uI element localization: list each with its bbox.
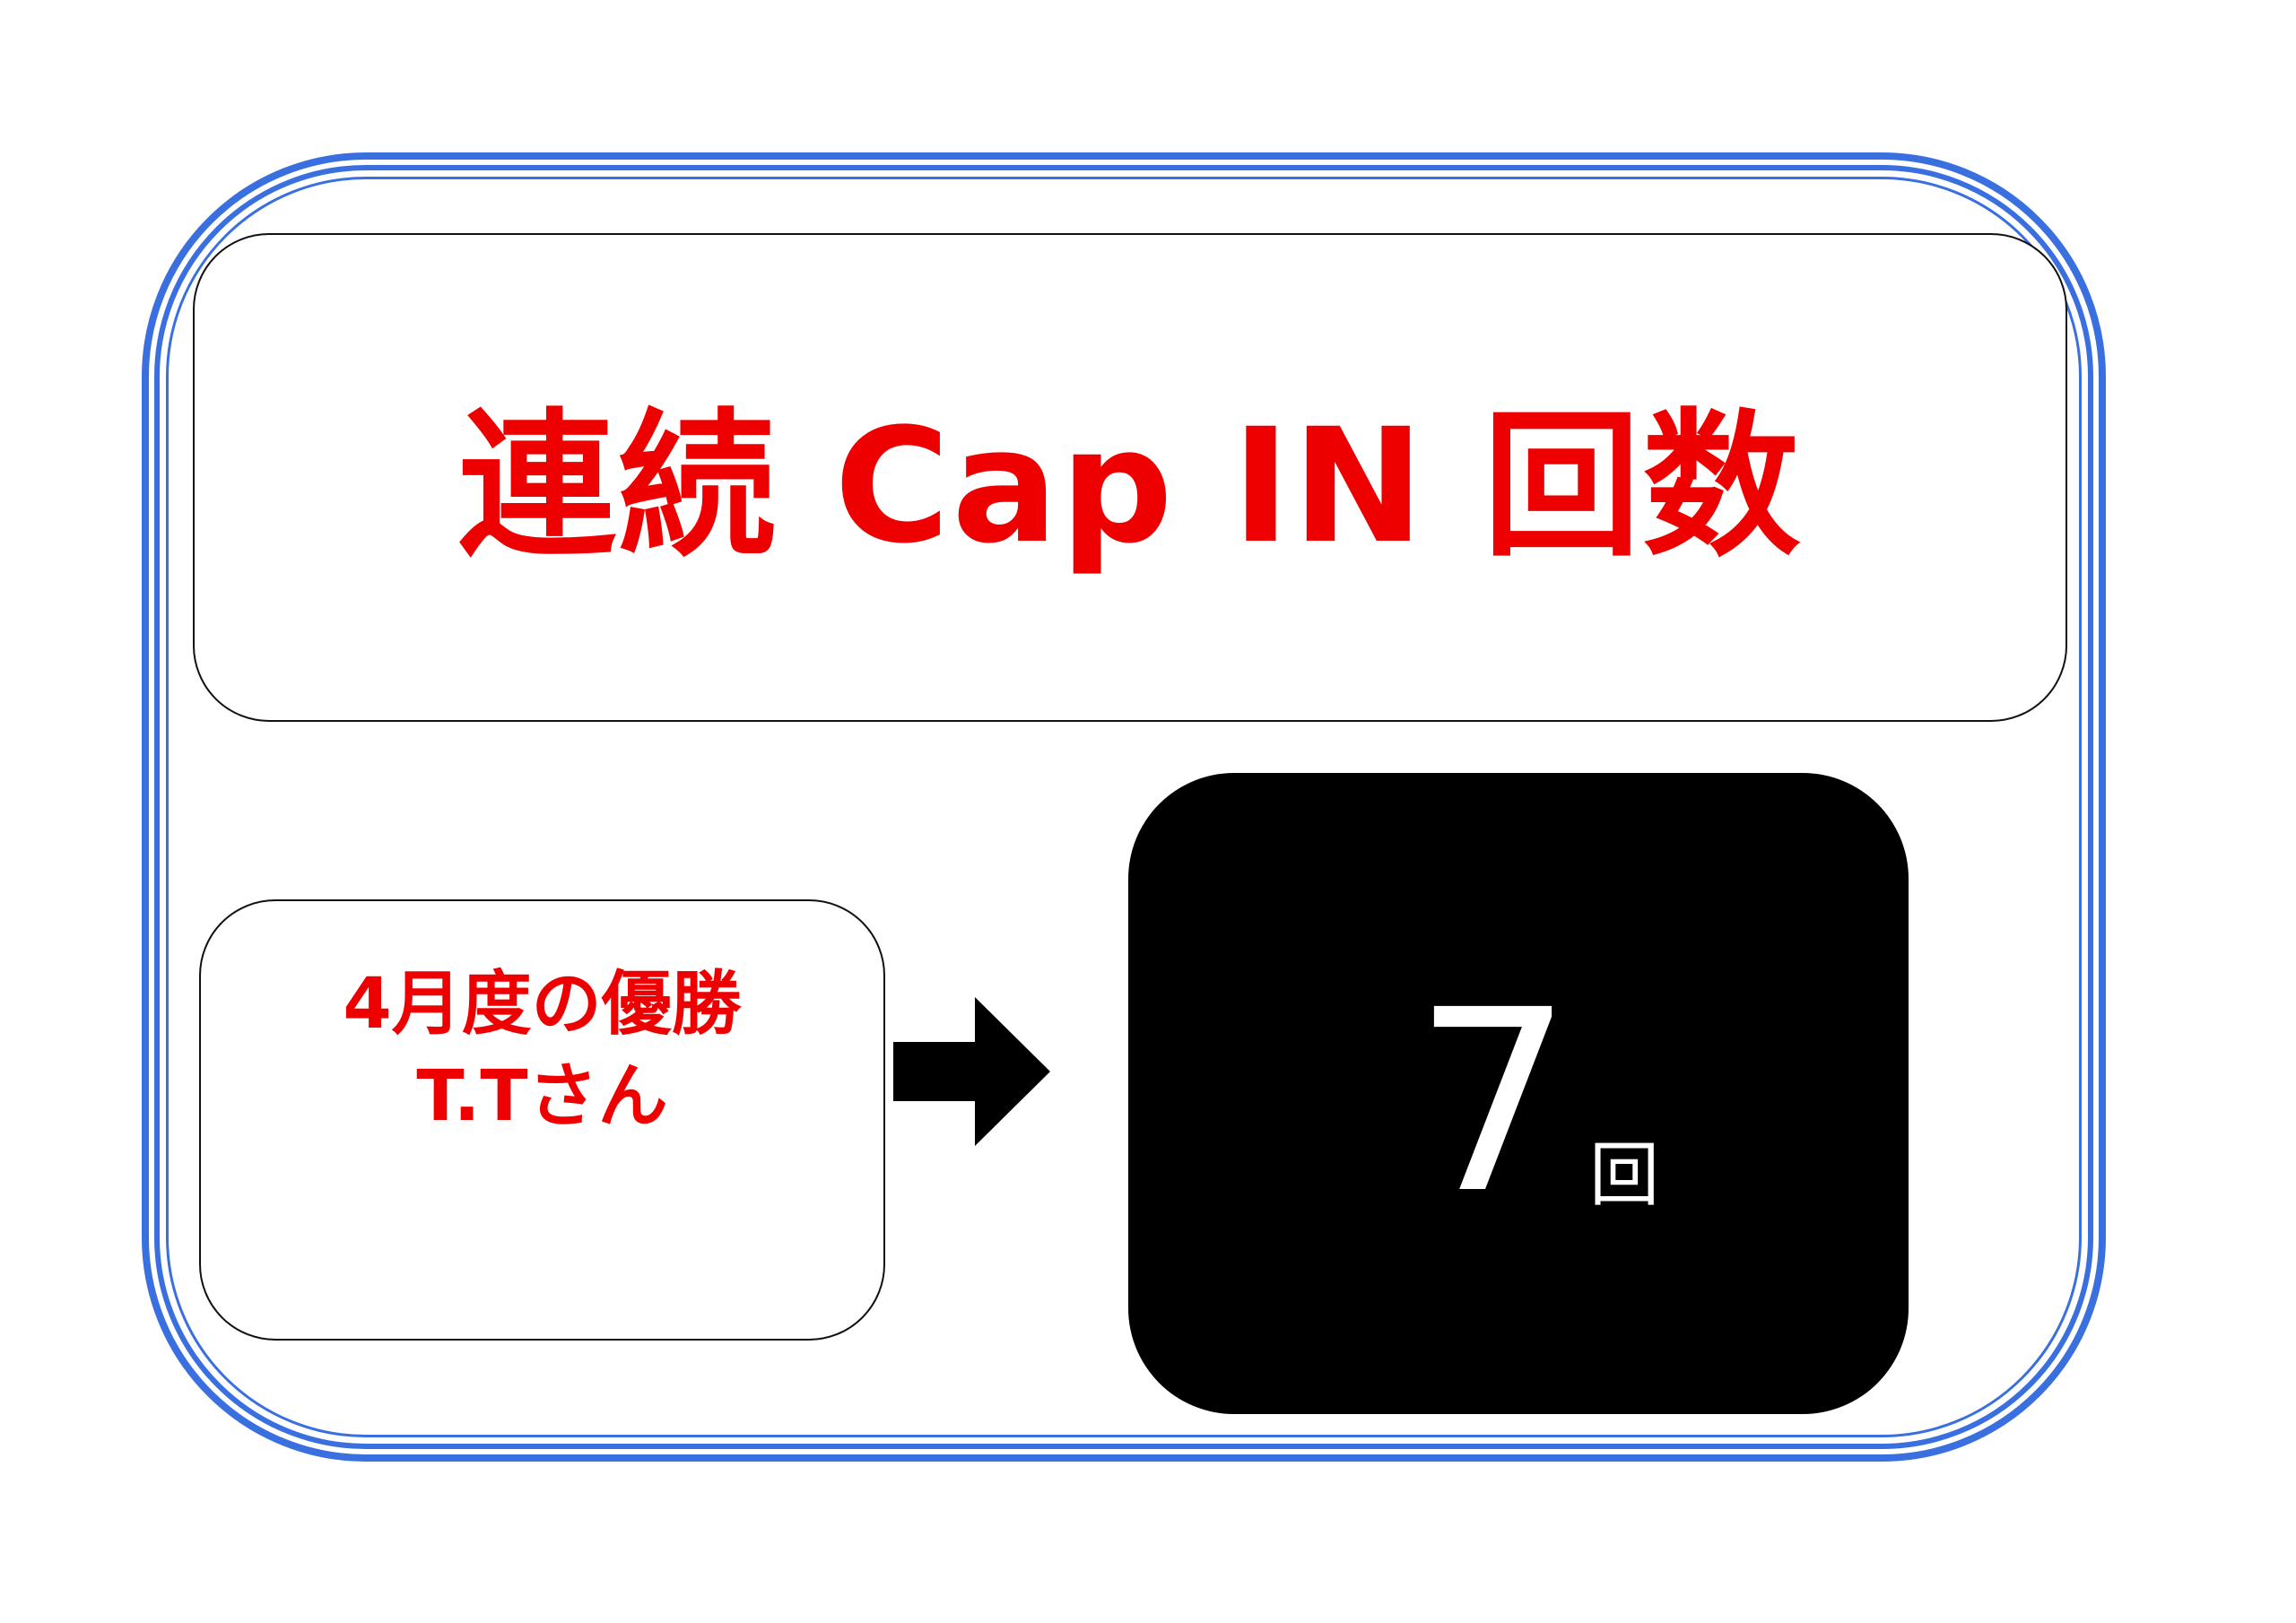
winner-period-label: 4月度の優勝: [343, 964, 742, 1045]
outer-frame-middle-line: [154, 165, 2093, 1449]
count-unit: 回: [1589, 1134, 1660, 1216]
winner-name: T.Tさん: [416, 1055, 668, 1137]
title-box: 連続 Cap IN 回数: [193, 233, 2067, 722]
winner-box: 4月度の優勝 T.Tさん: [199, 899, 885, 1341]
count-value: 7: [1413, 956, 1574, 1249]
page-title: 連続 Cap IN 回数: [457, 394, 1803, 578]
arrow-right-icon: [893, 997, 1050, 1146]
outer-frame: [142, 152, 2106, 1462]
outer-frame-inner-line: [166, 177, 2082, 1437]
count-display: 7 回: [1413, 956, 1660, 1249]
count-box: 7 回: [1128, 773, 1909, 1414]
